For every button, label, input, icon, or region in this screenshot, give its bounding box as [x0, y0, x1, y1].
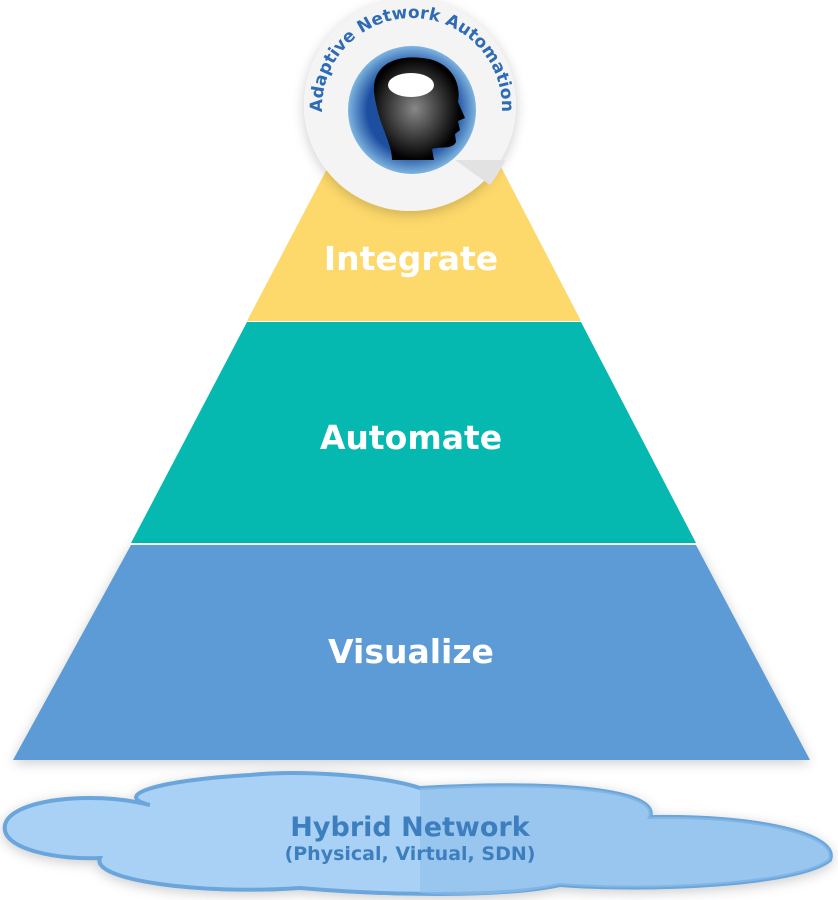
layer-automate-label: Automate	[320, 418, 502, 457]
hybrid-network-cloud	[2, 771, 833, 896]
cloud-shade	[420, 785, 831, 895]
layer-visualize-label: Visualize	[328, 632, 494, 671]
badge-shade	[455, 160, 505, 185]
layer-integrate-label: Integrate	[324, 239, 498, 278]
foundation-title: Hybrid Network	[290, 812, 530, 843]
layer-integrate	[247, 165, 581, 321]
badge: Adaptive Network Automation	[304, 0, 517, 211]
layer-automate	[131, 322, 696, 543]
layer-visualize	[13, 545, 810, 760]
foundation-subtitle: (Physical, Virtual, SDN)	[285, 843, 536, 865]
head-highlight	[388, 73, 434, 97]
